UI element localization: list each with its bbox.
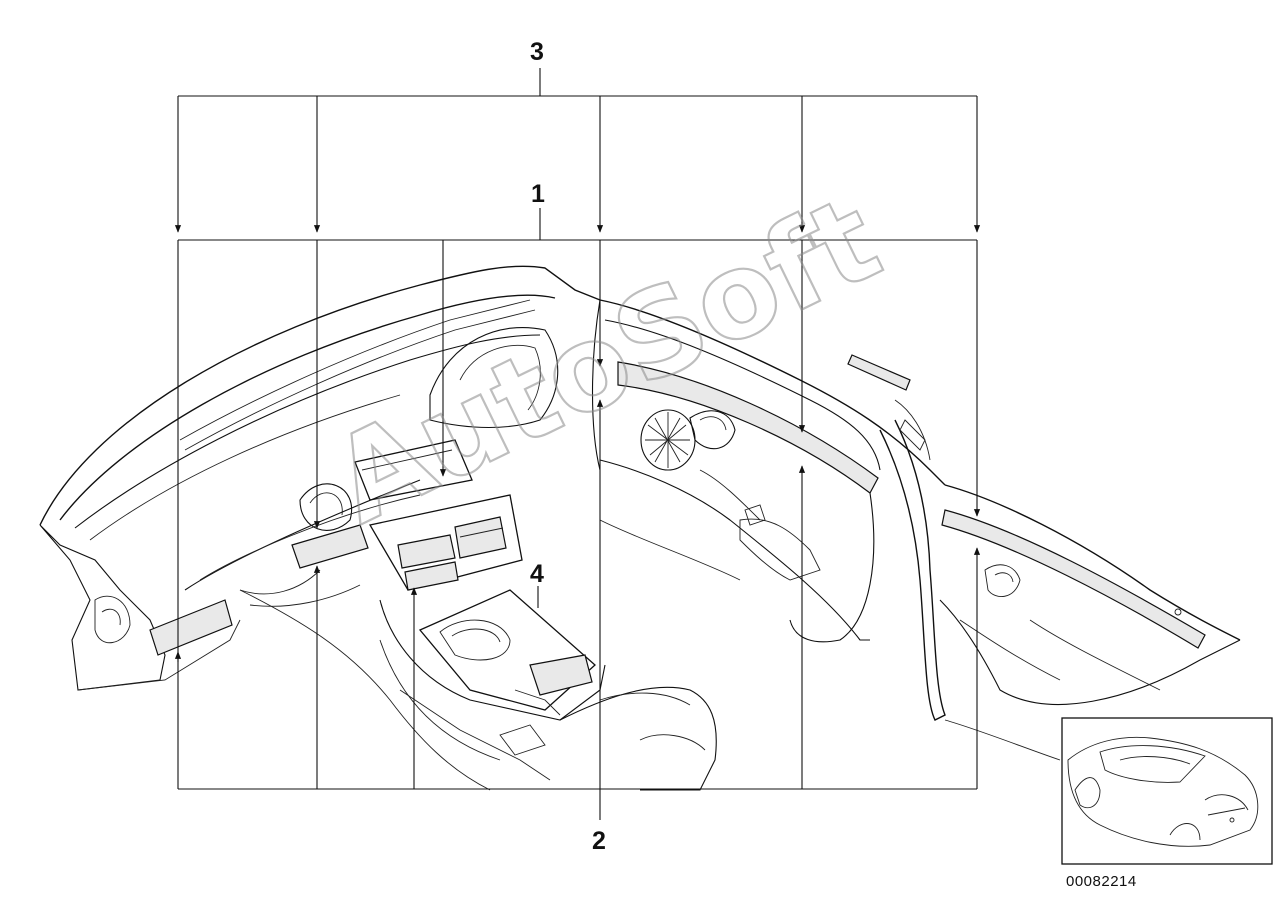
car-thumbnail: [1061, 717, 1273, 865]
callout-4: 4: [530, 560, 544, 588]
callout-3: 3: [530, 38, 544, 66]
watermark: AutoSoft: [312, 169, 900, 550]
callout-1: 1: [531, 180, 545, 208]
callout-2: 2: [592, 827, 606, 855]
part-number: 00082214: [1066, 873, 1137, 890]
leader-lines: [174, 68, 981, 820]
interior-illustration: [39, 265, 1241, 791]
